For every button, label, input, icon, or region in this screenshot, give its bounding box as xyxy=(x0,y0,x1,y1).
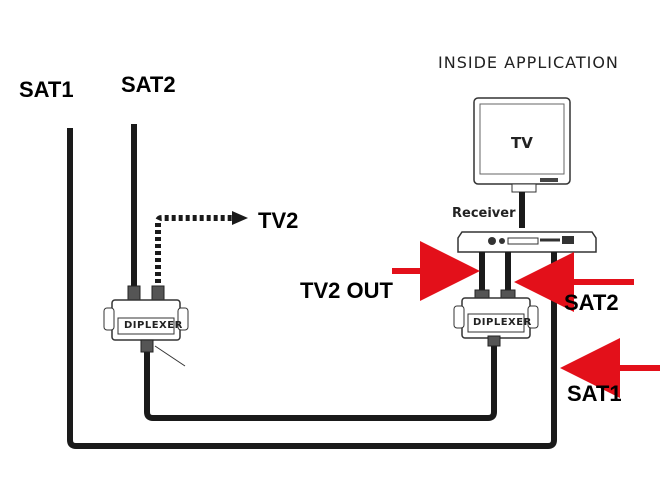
sat1-top-label: SAT1 xyxy=(19,77,74,102)
sat1-cable xyxy=(67,128,557,449)
tv2-cable xyxy=(155,215,232,290)
receiver-label: Receiver xyxy=(452,206,516,221)
tv-unit xyxy=(473,97,571,193)
diplexer-left-label: DIPLEXER xyxy=(124,320,183,331)
receiver-unit xyxy=(457,231,597,253)
sat2-right-label: SAT2 xyxy=(564,290,619,315)
diplexer-link-cable xyxy=(144,336,497,421)
tv2-label: TV2 xyxy=(258,208,299,233)
diplexer-left xyxy=(103,285,189,367)
sat1-right-label: SAT1 xyxy=(567,381,622,406)
tv2-arrow xyxy=(232,211,248,225)
page-title: INSIDE APPLICATION xyxy=(438,53,619,72)
sat2-top-label: SAT2 xyxy=(121,72,176,97)
diplexer-right-label: DIPLEXER xyxy=(473,317,532,328)
tv-label: TV xyxy=(511,134,533,152)
tv2-out-label: TV2 OUT xyxy=(300,278,393,303)
